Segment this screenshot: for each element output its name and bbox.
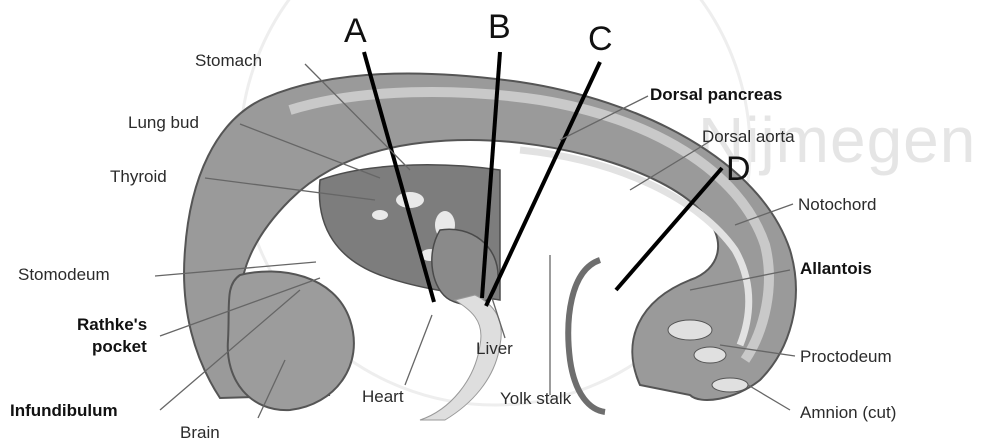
label-infundibulum: Infundibulum [10,402,118,419]
label-letter-d: D [726,152,751,186]
label-dorsal-pancreas: Dorsal pancreas [650,86,782,103]
label-liver: Liver [476,340,513,357]
label-letter-c: C [588,22,613,56]
label-lung-bud: Lung bud [128,114,199,131]
label-heart: Heart [362,388,404,405]
label-amnion: Amnion (cut) [800,404,896,421]
label-letter-b: B [488,10,511,44]
label-rathkes-line1: Rathke's [77,316,147,333]
label-notochord: Notochord [798,196,876,213]
label-allantois: Allantois [800,260,872,277]
label-yolk-stalk: Yolk stalk [500,390,571,407]
label-brain: Brain [180,424,220,441]
label-stomach: Stomach [195,52,262,69]
label-proctodeum: Proctodeum [800,348,892,365]
label-stomodeum: Stomodeum [18,266,110,283]
label-rathkes-line2: pocket [92,338,147,355]
brain-region [228,271,354,410]
label-letter-a: A [344,14,367,48]
label-thyroid: Thyroid [110,168,167,185]
label-dorsal-aorta: Dorsal aorta [702,128,795,145]
